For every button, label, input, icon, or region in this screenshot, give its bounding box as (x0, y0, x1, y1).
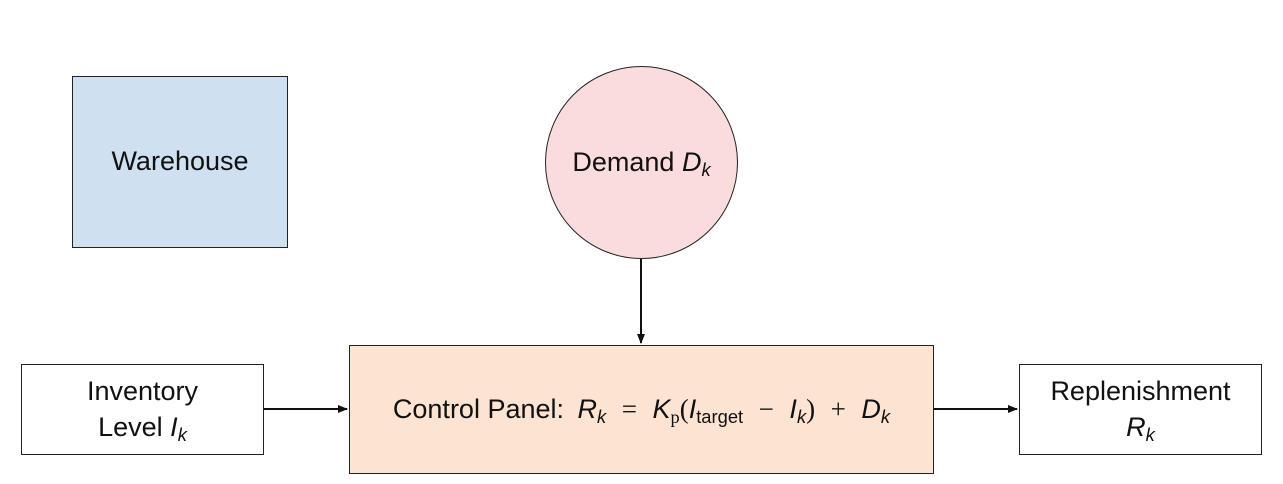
control-minus: − (758, 393, 774, 424)
control-target-sub: target (696, 406, 744, 428)
control-state-sub: k (796, 406, 807, 428)
control-state-symbol: I (789, 393, 797, 424)
warehouse-label: Warehouse (111, 146, 249, 177)
replenishment-symbol: R (1126, 411, 1146, 442)
demand-label: Demand Dk (572, 145, 710, 180)
control-lhs-symbol: R (577, 393, 598, 424)
control-plus: + (830, 393, 846, 424)
demand-text: Demand (572, 146, 675, 177)
demand-subscript: k (701, 159, 711, 181)
control-gain-symbol: K (652, 393, 671, 424)
demand-symbol: D (681, 146, 702, 177)
replenishment-line1: Replenishment (1050, 376, 1231, 407)
warehouse-node: Warehouse (72, 76, 288, 248)
control-label: Control Panel: (392, 393, 565, 424)
control-gain-sub: p (670, 407, 680, 428)
demand-node: Demand Dk (545, 66, 738, 259)
inventory-line1: Inventory (86, 376, 199, 407)
inventory-symbol: I (170, 411, 178, 442)
control-close-paren: ) (806, 393, 816, 424)
inventory-level-text: Level (98, 411, 163, 442)
inventory-subscript: k (177, 423, 187, 445)
control-panel-node: Control Panel: Rk = Kp(Itarget − Ik) + D… (349, 345, 934, 474)
control-open-paren: ( (679, 393, 689, 424)
replenishment-node: Replenishment Rk (1019, 364, 1262, 455)
inventory-level-node: Inventory Level Ik (21, 364, 264, 455)
control-lhs-sub: k (597, 406, 607, 428)
inventory-line2: Level Ik (98, 410, 187, 445)
control-equals: = (621, 393, 637, 424)
control-target-symbol: I (688, 393, 697, 424)
replenishment-line2: Rk (1126, 410, 1155, 445)
replenishment-subscript: k (1145, 423, 1155, 445)
control-equation: Control Panel: Rk = Kp(Itarget − Ik) + D… (393, 392, 890, 427)
control-dist-sub: k (880, 406, 891, 428)
control-dist-symbol: D (861, 393, 881, 424)
